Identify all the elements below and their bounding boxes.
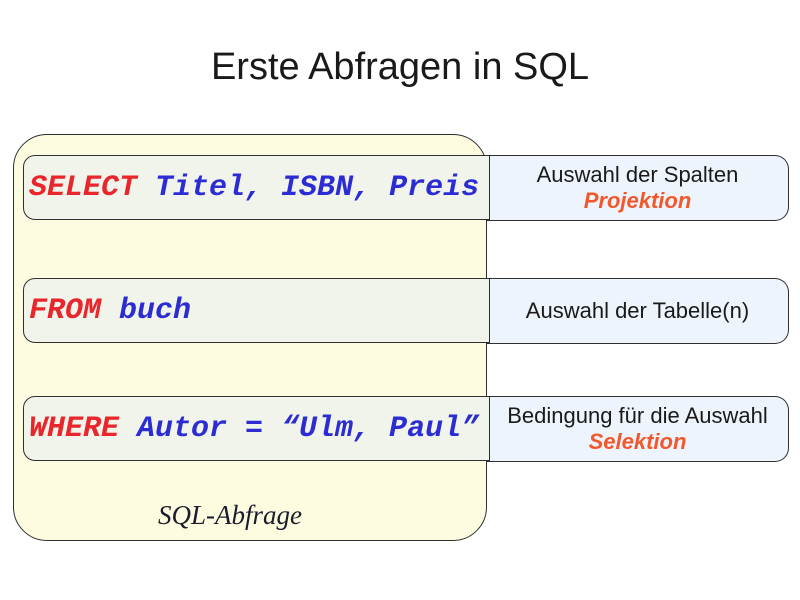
sql-select-box: SELECT Titel, ISBN, Preis: [23, 155, 490, 220]
sql-from-table: buch: [101, 293, 192, 328]
annotation-text-bedingung: Bedingung für die Auswahl: [507, 403, 768, 428]
sql-select-keyword: SELECT: [29, 170, 138, 205]
sql-from-keyword: FROM: [29, 293, 102, 328]
sql-where-keyword: WHERE: [29, 411, 120, 446]
sql-select-columns: Titel, ISBN, Preis: [137, 170, 480, 205]
sql-query-group-label: SQL-Abfrage: [158, 500, 302, 530]
sql-where-condition: Autor = “Ulm, Paul”: [119, 411, 480, 446]
annotation-term-selektion: Selektion: [588, 429, 687, 454]
sql-where-box: WHERE Autor = “Ulm, Paul”: [23, 396, 490, 461]
slide-title: Erste Abfragen in SQL: [210, 46, 590, 88]
annotation-box-tabelle: Auswahl der Tabelle(n): [487, 278, 789, 344]
annotation-text-spalten: Auswahl der Spalten: [536, 162, 739, 187]
annotation-text-tabelle: Auswahl der Tabelle(n): [525, 298, 750, 323]
sql-from-box: FROM buch: [23, 278, 490, 343]
annotation-box-selektion: Bedingung für die Auswahl Selektion: [487, 396, 789, 462]
annotation-term-projektion: Projektion: [583, 188, 692, 213]
annotation-box-projektion: Auswahl der Spalten Projektion: [487, 155, 789, 221]
